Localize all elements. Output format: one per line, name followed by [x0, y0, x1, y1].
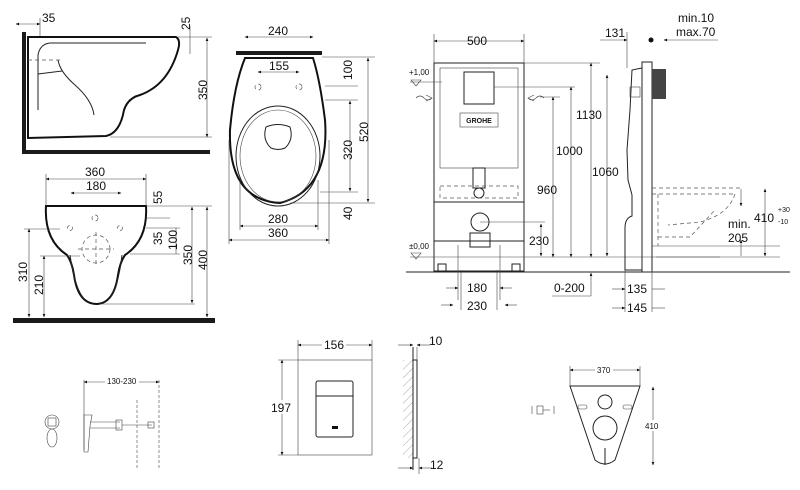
- frame-front-view: GROHE +1,00 ±0,00 500 960 1000 1130: [406, 34, 790, 313]
- dim-top-100: 100: [341, 60, 355, 80]
- frame-upright: [641, 61, 653, 273]
- seat-outer: [235, 105, 321, 207]
- bowl-opening: [264, 124, 292, 150]
- seat-inner: [239, 109, 317, 203]
- flush-plate-side: [652, 69, 666, 99]
- dim-top-520: 520: [357, 122, 371, 142]
- dim-top-155: 155: [269, 59, 289, 73]
- wall-section: [22, 32, 26, 154]
- dim-top-40: 40: [341, 206, 355, 220]
- dim-side-min10: min.10: [678, 11, 714, 25]
- flush-plate-view: 156 197 10 12: [270, 334, 444, 474]
- wall-bolt-view: 130-230: [44, 376, 160, 470]
- dim-side-tol-plus: +30: [778, 207, 790, 214]
- flush-plate-outline: [297, 359, 373, 456]
- level-top: +1,00: [409, 68, 430, 77]
- dim-side-145: 145: [627, 301, 647, 315]
- dim-side-35: 35: [42, 11, 56, 25]
- dim-pad-410: 410: [645, 422, 659, 431]
- frame-outline: [433, 62, 525, 272]
- dim-frame-500: 500: [467, 34, 487, 48]
- dim-front-35: 35: [151, 231, 165, 245]
- dim-front-360: 360: [85, 165, 105, 179]
- wc-inner-rim: [37, 42, 146, 110]
- flush-opening: [463, 71, 495, 105]
- wc-inlet: [37, 70, 63, 75]
- dim-frame-230-bottom: 230: [467, 299, 487, 313]
- dim-frame-0-200: 0-200: [554, 281, 585, 295]
- dim-side-1060: 1060: [592, 165, 619, 179]
- floor-front: [13, 318, 215, 323]
- dim-side-25: 25: [179, 16, 193, 30]
- dim-frame-1000: 1000: [556, 144, 583, 158]
- dim-side-max70: max.70: [676, 25, 716, 39]
- dim-front-350: 350: [181, 245, 195, 265]
- wc-top-outline: [228, 57, 327, 205]
- wall-top: [236, 51, 322, 55]
- cistern-side: [624, 67, 643, 271]
- top-view: 240 155 100 320 520 40 280 360: [228, 24, 375, 244]
- wc-front-outline: [44, 205, 148, 306]
- dim-side-135: 135: [627, 282, 647, 296]
- dim-top-240: 240: [268, 24, 288, 38]
- dim-plate-156: 156: [324, 338, 344, 352]
- dim-side-350: 350: [196, 80, 210, 100]
- side-view: 35 25 350: [15, 11, 212, 154]
- level-floor: ±0,00: [409, 242, 430, 251]
- dim-frame-230: 230: [529, 234, 549, 248]
- flush-plate-side-view: [413, 359, 418, 459]
- dim-side-205: 205: [728, 231, 748, 245]
- frame-side-view: 131 min.10 max.70 1060 410 +30 -10 min. …: [592, 11, 790, 315]
- dim-front-400: 400: [196, 250, 210, 270]
- wall-hatch: [403, 360, 413, 458]
- wc-side-outline: [27, 36, 181, 140]
- insulation-pad-outline: [569, 385, 641, 465]
- dim-frame-960: 960: [537, 183, 557, 197]
- front-view: 360 180 55 35 100 350 400 310 210: [13, 165, 215, 323]
- floor-section: [22, 150, 210, 154]
- dim-side-tol-minus: -10: [778, 219, 788, 226]
- dim-front-310: 310: [16, 262, 30, 282]
- sound-insulation-view: 370 410: [531, 364, 663, 466]
- dim-side-min-label: min.: [728, 217, 751, 231]
- dim-plate-12: 12: [430, 458, 444, 472]
- flush-button-icon: [332, 426, 338, 429]
- dim-front-55: 55: [151, 190, 165, 204]
- dim-plate-197: 197: [271, 401, 291, 415]
- dim-side-131: 131: [605, 26, 625, 40]
- dim-front-100: 100: [166, 230, 180, 250]
- dim-top-320: 320: [341, 140, 355, 160]
- dim-front-210: 210: [32, 275, 46, 295]
- dim-front-180: 180: [86, 179, 106, 193]
- dim-side-410: 410: [754, 211, 774, 225]
- flush-button-frame: [315, 380, 354, 438]
- dim-top-360: 360: [268, 226, 288, 240]
- dim-plate-10: 10: [429, 334, 443, 348]
- dim-bolt-range: 130-230: [107, 377, 137, 386]
- dim-top-280: 280: [268, 212, 288, 226]
- dim-frame-180: 180: [467, 281, 487, 295]
- wc-trap: [57, 59, 95, 116]
- dim-frame-1130: 1130: [576, 108, 602, 122]
- water-inlet-icon: [527, 94, 545, 102]
- level-marker-icon: [410, 79, 422, 87]
- dim-pad-370: 370: [597, 366, 611, 375]
- grohe-logo-box: [459, 112, 499, 128]
- grohe-logo: GROHE: [466, 118, 492, 125]
- water-inlet-icon: [415, 94, 433, 102]
